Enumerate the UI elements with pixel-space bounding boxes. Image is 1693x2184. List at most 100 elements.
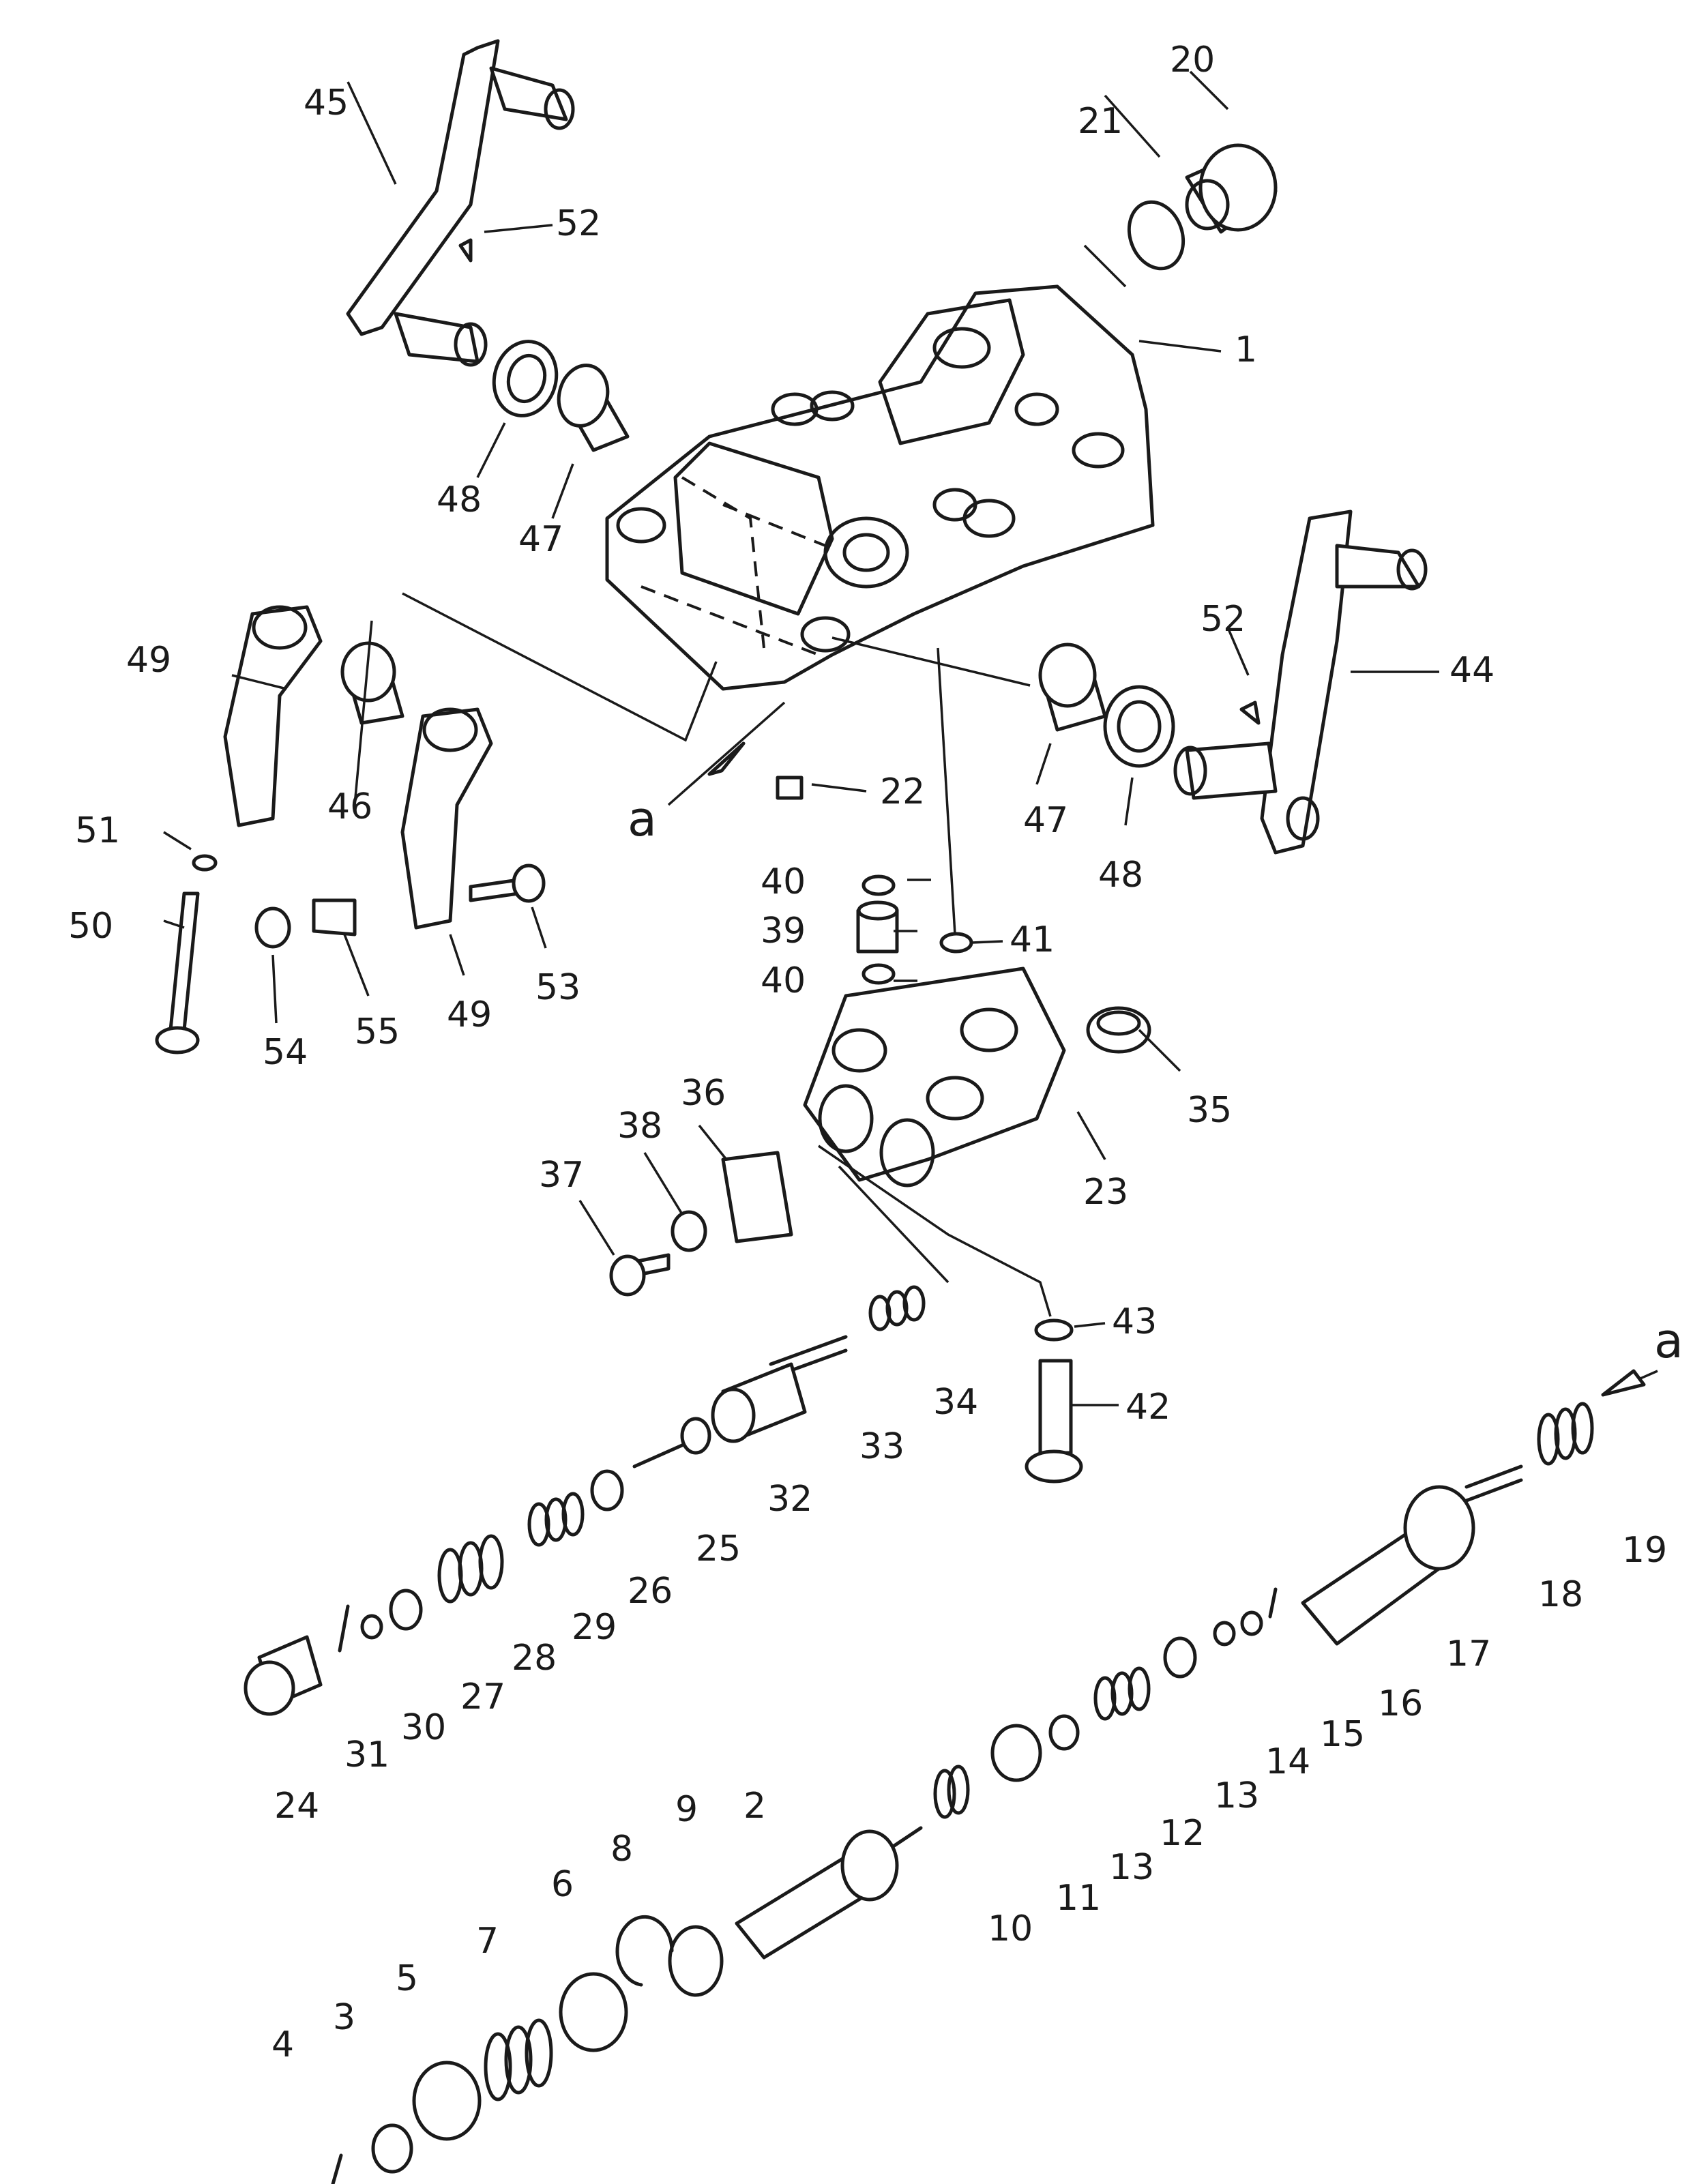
bushing-47-right bbox=[1038, 643, 1107, 732]
callout-49-lower: 49 bbox=[447, 994, 492, 1035]
cotter-pin-4 bbox=[331, 2153, 343, 2184]
callout-34: 34 bbox=[933, 1382, 978, 1423]
collar-6 bbox=[559, 1972, 628, 2052]
washer-38 bbox=[671, 1210, 707, 1252]
spring-19 bbox=[1537, 1402, 1594, 1466]
callout-3: 3 bbox=[333, 1997, 355, 2038]
callout-29: 29 bbox=[572, 1607, 617, 1648]
callout-20: 20 bbox=[1170, 40, 1215, 80]
callout-55: 55 bbox=[355, 1012, 400, 1052]
nut-30 bbox=[360, 1614, 383, 1640]
snap-ring-8 bbox=[615, 1915, 674, 1987]
key-52-left bbox=[458, 238, 473, 263]
callout-5: 5 bbox=[396, 1958, 418, 1999]
callout-32: 32 bbox=[767, 1479, 812, 1520]
reference-arrow-right bbox=[1601, 1369, 1658, 1397]
plate-55 bbox=[312, 898, 357, 936]
plug-39 bbox=[856, 900, 899, 954]
callout-16: 16 bbox=[1378, 1683, 1423, 1724]
callout-26: 26 bbox=[628, 1571, 673, 1612]
callout-40-lower: 40 bbox=[761, 960, 806, 1001]
callout-4: 4 bbox=[271, 2024, 294, 2065]
washer-54 bbox=[254, 906, 291, 949]
callout-11: 11 bbox=[1056, 1878, 1101, 1919]
callout-41: 41 bbox=[1010, 919, 1055, 960]
plate-36 bbox=[721, 1151, 793, 1243]
seat-27 bbox=[389, 1589, 423, 1631]
callout-48-left: 48 bbox=[437, 479, 482, 520]
washer-9 bbox=[668, 1925, 724, 1997]
callout-10: 10 bbox=[988, 1908, 1033, 1949]
key-52-right bbox=[1239, 700, 1261, 725]
callout-23: 23 bbox=[1083, 1172, 1128, 1213]
callout-labels: 1 2 3 4 5 6 7 8 9 10 11 12 13 13 14 15 1… bbox=[68, 40, 1683, 2065]
collar-11 bbox=[990, 1724, 1042, 1782]
callout-30: 30 bbox=[401, 1707, 446, 1748]
arm-49-upper bbox=[223, 605, 323, 827]
sleeve-32 bbox=[711, 1362, 807, 1443]
nozzle-22 bbox=[776, 776, 804, 800]
callout-44: 44 bbox=[1449, 650, 1495, 691]
bolt-53 bbox=[469, 864, 546, 903]
plug-35 bbox=[1086, 1006, 1151, 1054]
valve-body bbox=[605, 284, 1155, 691]
callout-51: 51 bbox=[75, 810, 120, 851]
nut-15 bbox=[1240, 1610, 1263, 1636]
callout-40-upper: 40 bbox=[761, 861, 806, 902]
callout-45: 45 bbox=[304, 83, 349, 123]
callout-9: 9 bbox=[675, 1789, 698, 1830]
callout-35: 35 bbox=[1187, 1090, 1232, 1131]
callout-47-left: 47 bbox=[518, 519, 563, 560]
callout-54: 54 bbox=[263, 1032, 308, 1073]
o-ring-41 bbox=[939, 932, 973, 954]
lever-45 bbox=[346, 39, 575, 367]
callout-1: 1 bbox=[1235, 329, 1257, 370]
bushing-46 bbox=[340, 641, 404, 725]
callout-12: 12 bbox=[1160, 1813, 1205, 1854]
callout-39: 39 bbox=[761, 911, 806, 951]
callout-49-upper: 49 bbox=[126, 640, 171, 681]
pin-50 bbox=[155, 891, 200, 1054]
callout-53: 53 bbox=[535, 967, 580, 1008]
callout-46: 46 bbox=[327, 786, 372, 827]
callout-13-upper: 13 bbox=[1214, 1775, 1259, 1816]
spring-7 bbox=[484, 2018, 553, 2101]
callout-36: 36 bbox=[681, 1073, 726, 1114]
reference-tag-right: a bbox=[1654, 1313, 1683, 1369]
callout-24: 24 bbox=[274, 1786, 319, 1827]
callout-33: 33 bbox=[859, 1426, 904, 1467]
washer-43 bbox=[1034, 1318, 1074, 1342]
arm-49-lower bbox=[400, 707, 493, 930]
callout-52-left: 52 bbox=[556, 203, 601, 244]
spring-29 bbox=[527, 1492, 585, 1547]
callout-48-right: 48 bbox=[1098, 855, 1143, 896]
callout-28: 28 bbox=[512, 1638, 557, 1679]
callout-7: 7 bbox=[476, 1921, 499, 1962]
spring-18 bbox=[1464, 1464, 1523, 1503]
callout-31: 31 bbox=[344, 1735, 389, 1775]
sleeve-17 bbox=[1301, 1485, 1475, 1646]
callout-42: 42 bbox=[1125, 1387, 1171, 1428]
callout-17: 17 bbox=[1446, 1634, 1491, 1674]
sub-body-23 bbox=[803, 966, 1066, 1187]
bolt-42 bbox=[1025, 1359, 1083, 1484]
callout-6: 6 bbox=[551, 1864, 574, 1905]
cotter-pin-16 bbox=[1268, 1587, 1278, 1619]
o-ring-21 bbox=[1127, 200, 1186, 271]
callout-52-right: 52 bbox=[1201, 599, 1246, 640]
cap-24 bbox=[244, 1635, 323, 1716]
callout-8: 8 bbox=[610, 1829, 633, 1870]
nut-3 bbox=[371, 2123, 413, 2174]
spring-28 bbox=[437, 1534, 504, 1604]
o-ring-40-lower bbox=[862, 963, 896, 985]
o-ring-40-upper bbox=[862, 874, 896, 896]
retainer-13-upper bbox=[1163, 1636, 1197, 1679]
bushing-47-left bbox=[557, 364, 630, 452]
seat-5 bbox=[412, 2061, 482, 2141]
callout-27: 27 bbox=[460, 1677, 505, 1717]
callout-47-right: 47 bbox=[1023, 800, 1068, 841]
lever-44 bbox=[1173, 510, 1428, 855]
callout-25: 25 bbox=[696, 1529, 741, 1569]
callout-leaders bbox=[163, 70, 1439, 1406]
spring-34 bbox=[868, 1285, 926, 1331]
